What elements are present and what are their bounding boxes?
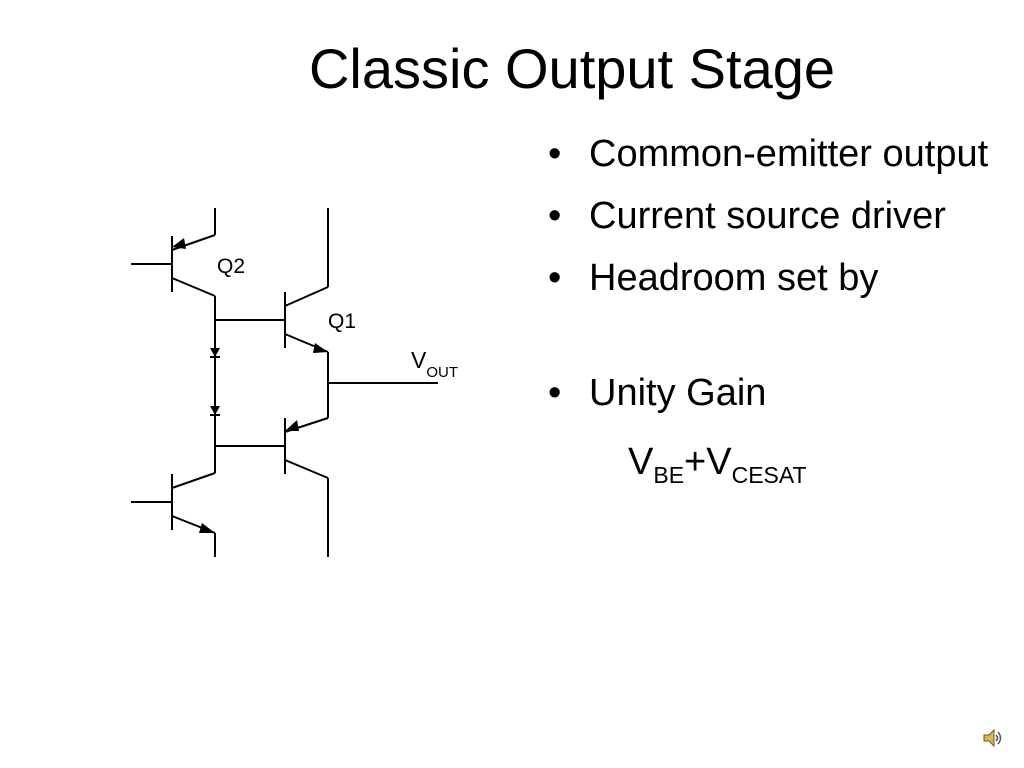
bullet-dot: • xyxy=(548,372,562,414)
bullet-dot: • xyxy=(548,195,562,237)
bullet-text: Headroom set by xyxy=(589,257,879,299)
bullet-list: • Common-emitter output • Current source d… xyxy=(548,128,1008,429)
current-source-emitter-arrow xyxy=(199,523,215,533)
transistor-current-source xyxy=(131,446,216,557)
bullet-text: Common-emitter output xyxy=(589,133,989,175)
transistor-q1 xyxy=(215,208,329,353)
lower-output-emitter-arrow xyxy=(285,420,299,431)
bullet-item: • Common-emitter output xyxy=(548,128,1008,181)
q1-emitter-arrow xyxy=(313,343,328,353)
headroom-formula: VBE+VCESAT xyxy=(628,441,807,488)
label-q1: Q1 xyxy=(328,310,356,333)
q2-emitter-arrow xyxy=(172,238,186,249)
label-vout: VOUT xyxy=(411,347,458,381)
bullet-item: • Unity Gain xyxy=(548,367,1008,420)
diode-1-icon xyxy=(210,348,220,357)
diode-2-icon xyxy=(210,406,220,415)
transistor-lower-output xyxy=(215,417,329,557)
transistor-q2 xyxy=(131,208,216,320)
bullet-item: • Headroom set by xyxy=(548,252,1008,305)
label-q2: Q2 xyxy=(217,255,245,278)
bullet-text: Current source driver xyxy=(589,195,946,237)
bullet-text: Unity Gain xyxy=(589,372,767,414)
circuit-diagram: Q2 Q1 VOUT xyxy=(131,208,458,557)
speaker-icon[interactable] xyxy=(982,727,1004,749)
bullet-dot: • xyxy=(548,257,562,299)
slide-title: Classic Output Stage xyxy=(308,37,836,100)
bullet-dot: • xyxy=(548,133,562,175)
bullet-item: • Current source driver xyxy=(548,190,1008,243)
